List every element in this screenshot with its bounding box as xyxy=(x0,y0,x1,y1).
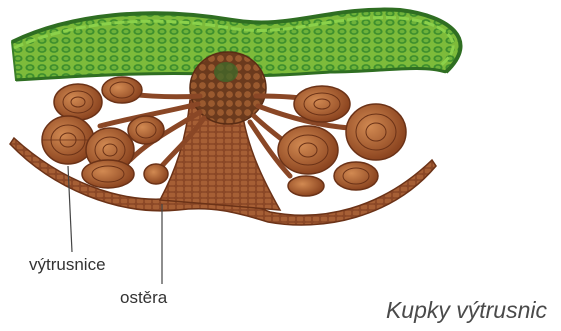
sporangium xyxy=(54,84,102,120)
sporangium xyxy=(278,126,338,174)
sporangium xyxy=(144,164,168,184)
sporangium xyxy=(128,116,164,144)
label-indusium: ostěra xyxy=(120,288,167,308)
sporangium xyxy=(334,162,378,190)
sporangium xyxy=(294,86,350,122)
sporangium xyxy=(82,160,134,188)
sporangium xyxy=(346,104,406,160)
sporangium xyxy=(42,116,94,164)
label-sporangium: výtrusnice xyxy=(29,255,106,275)
figure-caption: Kupky výtrusnic xyxy=(386,297,547,324)
sporangia-right xyxy=(278,86,406,196)
sporangium xyxy=(288,176,324,196)
sporangium xyxy=(102,77,142,103)
